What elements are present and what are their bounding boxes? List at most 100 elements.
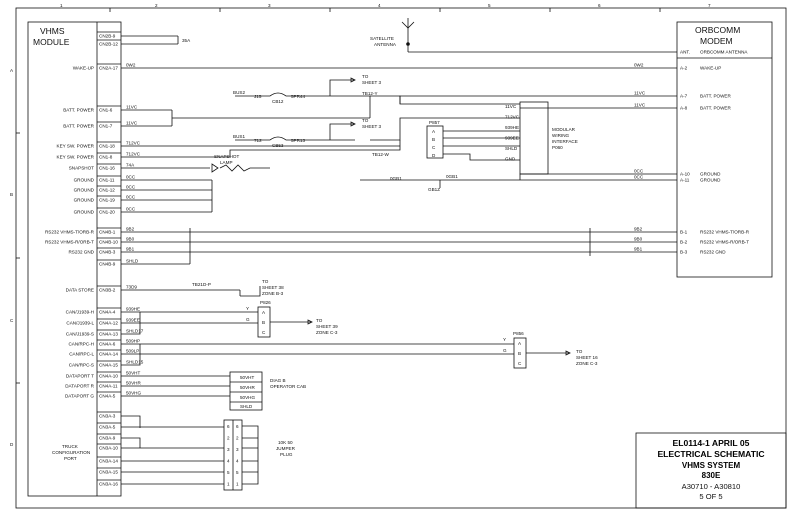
wire-color: G [503,348,507,353]
connector-pin: C [432,145,436,150]
pin-label: CAN/RPC-S [69,363,94,368]
pin-label: GROUND [74,210,95,215]
connector-pin: B [432,137,435,142]
modem-pin-label: GROUND [700,178,721,183]
modem-pin-label: GROUND [700,172,721,177]
sheet-ref: TO [262,279,269,284]
modem-pin-id: B-3 [680,250,688,255]
jumper-pin: 2 [236,436,239,441]
col-label: 7 [708,3,711,8]
jumper-pin: 1 [227,482,230,487]
modem-pin-label: RS232 VHMS-R/ORB-T [700,240,749,245]
wire-label: 50VHR [240,385,255,390]
jumper-pin: 2 [227,436,230,441]
wire-label: 9B0 [126,237,135,242]
pin-id: CN1-12 [99,188,115,193]
row-label: C [10,318,14,323]
jumper-pin: 3 [227,447,230,452]
wire-label: SHLD17 [126,329,144,334]
sheet-ref: TO [576,349,583,354]
bus-label: BUS1 [233,134,245,139]
pin-label: CAN/RPC-L [69,352,94,357]
wire-label: 50VHR [126,381,141,386]
sheet-ref: SHEET 16 [576,355,598,360]
wire-label: 50VHT [240,375,254,380]
wire-label: 74A [126,163,135,168]
pin-id: CN1-18 [99,144,115,149]
wire-label: 509HP [126,339,140,344]
terminal-label: TB12-Y [362,91,378,96]
drawing-number: EL0114-1 APRIL 05 [673,438,750,448]
column-labels: 1 2 3 4 5 6 7 [60,3,711,8]
modem-pin-label: RS232 GND [700,250,726,255]
pin-id: CN2A-17 [99,66,118,71]
jumper-label: 10K 50 [278,440,293,445]
connector-pin: D [432,153,436,158]
pin-label: WAKE-UP [73,66,94,71]
jumper-pin: 4 [227,459,230,464]
sheet-ref: TO [362,74,369,79]
wire-label: 9B1 [126,247,135,252]
modem-pin-id: A-2 [680,66,688,71]
model-name: 830E [702,471,721,480]
pin-id: CN4A-5 [99,394,116,399]
wire-label: 11VC [634,91,646,96]
top-wires [121,35,649,127]
pin-label: DATA STORE [66,288,94,293]
wire-label: SHLD [126,259,139,264]
jumper-pin: 1 [236,482,239,487]
pin-id: CN1-20 [99,210,115,215]
modem-pin-id: B-2 [680,240,688,245]
mwi-pin-label: 11VC [505,104,517,109]
mwi-pin-label: SHLD [505,146,518,151]
wire-label: 0CC [126,175,136,180]
pin-label: KEY SW. POWER [57,144,95,149]
pin-id: CN1-16 [99,166,115,171]
ground-label: 0GB1 [446,174,458,179]
orbcomm-subtitle: MODEM [700,36,733,46]
wire-color: Y [246,306,249,311]
jumper-pin: 4 [236,459,239,464]
truck-port-label: CONFIGURATION [52,450,90,455]
sheet-ref: SHEET 3 [362,80,382,85]
modem-pin-label: RS232 VHMS-T/ORB-R [700,230,750,235]
rs232-lines [121,228,649,265]
pin-id: CN4B-10 [99,240,118,245]
mwi-label: INTERFACE [552,139,578,144]
pin-id: CN3A-9 [99,436,116,441]
connector-pin: B [262,320,265,325]
wire-label: 0CC [126,207,136,212]
breaker-label: CB53 [272,143,284,148]
jumper-label: 712 [254,138,262,143]
col-label: 6 [598,3,601,8]
sheet-ref: SHEET 3 [362,124,382,129]
breaker-label: CB12 [272,99,284,104]
pin-id: CN1-11 [99,178,115,183]
wire-label: 712VC [126,152,141,157]
pin-id: CN4B-1 [99,230,116,235]
pin-label: GROUND [74,188,95,193]
pin-label: DATAPORT R [65,384,94,389]
pin-label: CAN/RPC-H [68,342,94,347]
lamp-label: SNAPSHOT [214,154,239,159]
sheet-ref: ZONE C-3 [316,330,338,335]
modem-pin-id: B-1 [680,230,688,235]
wire-label: 35A [182,38,191,43]
pin-id: CN4A-15 [99,363,118,368]
pin-id: CN4B-9 [99,262,116,267]
p826-circuit: P826 A B C TO SHEET 39 ZONE C-3 Y G [121,300,338,338]
satellite-antenna: SATELLITE ANTENNA [370,18,649,53]
row-label: B [10,192,13,197]
wire-label: 5PR13 [291,138,305,143]
wire-label: 11VC [126,121,138,126]
pin-id: CN3B-2 [99,288,116,293]
connector-pin: A [262,310,266,315]
col-label: 4 [378,3,381,8]
lamp-label: LAMP [220,160,233,165]
wire-label: 50VHT [126,371,140,376]
vhms-title: VHMS [40,26,65,36]
pin-label: KEY SW. POWER [57,155,95,160]
pin-label: RS232 GND [68,250,94,255]
col-label: 3 [268,3,271,8]
